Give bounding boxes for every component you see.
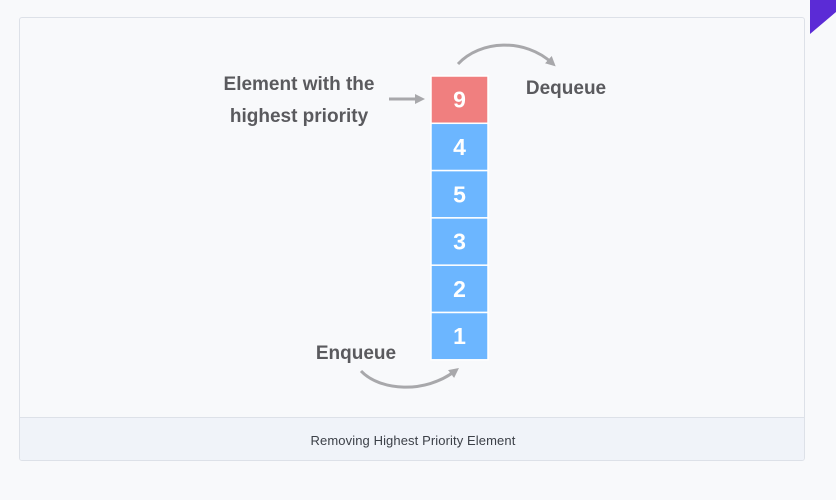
queue-cell-value: 9 bbox=[453, 87, 466, 113]
enqueue-arrow bbox=[359, 367, 459, 389]
dequeue-label: Dequeue bbox=[526, 78, 606, 99]
queue-cell-value: 2 bbox=[453, 276, 466, 302]
queue-cell bbox=[430, 122, 489, 172]
queue-column: 9 4 5 3 2 1 bbox=[430, 75, 489, 361]
priority-queue-diagram: Element with the highest priority Dequeu… bbox=[20, 18, 804, 417]
enqueue-label: Enqueue bbox=[316, 343, 396, 364]
queue-cell bbox=[430, 311, 489, 361]
queue-cell-value: 5 bbox=[453, 181, 466, 207]
queue-cell-value: 3 bbox=[453, 229, 466, 255]
highest-priority-label-line2: highest priority bbox=[230, 106, 369, 127]
figure-caption: Removing Highest Priority Element bbox=[310, 432, 516, 448]
queue-cell-value: 4 bbox=[453, 134, 466, 160]
queue-cell-value: 1 bbox=[453, 323, 466, 349]
queue-cell bbox=[430, 264, 489, 314]
figure-card: Element with the highest priority Dequeu… bbox=[19, 17, 805, 461]
highest-priority-label-line1: Element with the bbox=[224, 74, 375, 95]
dequeue-arrow bbox=[456, 43, 556, 67]
figure-caption-bar: Removing Highest Priority Element bbox=[20, 417, 804, 460]
corner-ribbon-icon bbox=[810, 0, 836, 34]
